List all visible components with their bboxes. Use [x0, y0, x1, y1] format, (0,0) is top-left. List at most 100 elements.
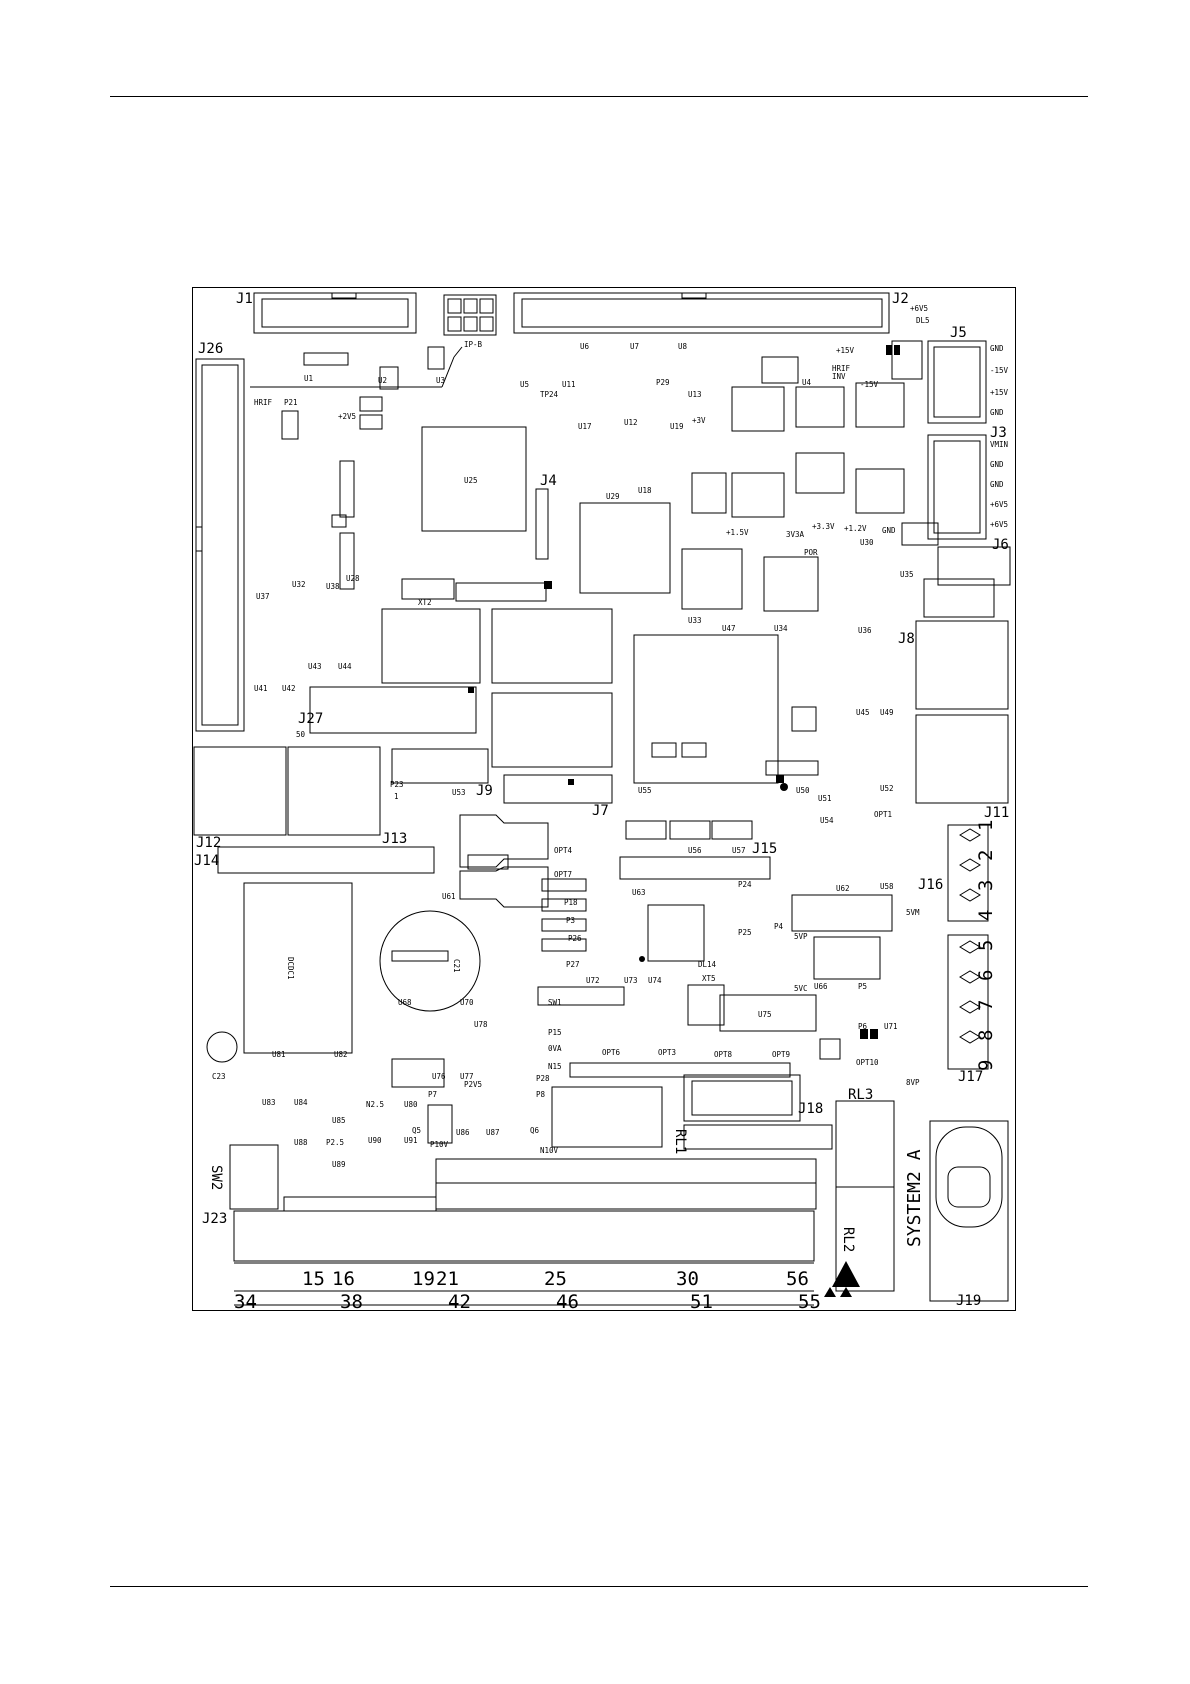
label-U53: U53: [452, 788, 466, 797]
label-U3: U3: [436, 376, 445, 385]
label-J12: J12: [196, 835, 221, 851]
label-U13: U13: [688, 390, 702, 399]
label-INV: INV: [832, 372, 846, 381]
label-+3V: +3V: [692, 416, 706, 425]
block-J12: [193, 746, 287, 836]
label-J16: J16: [918, 877, 943, 893]
label-U25: U25: [464, 476, 478, 485]
label-C21: C21: [452, 959, 461, 973]
pcb-svg: J1 J2 J26 J5 J3 J6 J4 J8 J11 J9 J7 J27 J…: [192, 287, 1016, 1328]
label-U44: U44: [338, 662, 352, 671]
terminal-top-30: 30: [676, 1268, 699, 1290]
label-U49: U49: [880, 708, 894, 717]
label-SW2: SW2: [208, 1165, 224, 1190]
label-U38: U38: [326, 582, 340, 591]
label-+1.5V: +1.5V: [726, 528, 749, 537]
label-P2V5: P2V5: [464, 1080, 482, 1089]
terminal-top-15: 15: [302, 1268, 325, 1290]
label-U47: U47: [722, 624, 736, 633]
label-RL2: RL2: [840, 1227, 856, 1252]
label-U78: U78: [474, 1020, 488, 1029]
label-U74: U74: [648, 976, 662, 985]
label-HRIF-left: HRIF: [254, 398, 273, 407]
footer-rule: [110, 1586, 1088, 1587]
label-U76: U76: [432, 1072, 446, 1081]
label-U72: U72: [586, 976, 600, 985]
connector-J11: [915, 714, 1009, 804]
label-U86: U86: [456, 1128, 470, 1137]
label-3V3A: 3V3A: [786, 530, 805, 539]
label-OPT1: OPT1: [874, 810, 892, 819]
label-U34: U34: [774, 624, 788, 633]
terminal-top-21: 21: [436, 1268, 459, 1290]
label-U51: U51: [818, 794, 832, 803]
j3-pin-1: -15V: [990, 366, 1009, 375]
label-U90: U90: [368, 1136, 382, 1145]
label-J14: J14: [194, 853, 219, 869]
label-J15: J15: [752, 841, 777, 857]
j3-pin-0: GND: [990, 344, 1004, 353]
j3-pin-3: GND: [990, 408, 1004, 417]
label-GND: GND: [882, 526, 896, 535]
label-P23: P23: [390, 780, 404, 789]
label-U4: U4: [802, 378, 812, 387]
label-U8: U8: [678, 342, 688, 351]
label-U56: U56: [688, 846, 702, 855]
label-P6: P6: [858, 1022, 868, 1031]
label-J18: J18: [798, 1101, 823, 1117]
label-5VM: 5VM: [906, 908, 920, 917]
connector-J5: [927, 340, 987, 424]
ic-U63: [647, 904, 705, 962]
relay-RL3: [835, 1100, 895, 1188]
connector-J3: [927, 434, 987, 540]
opt-OPT7: [459, 866, 549, 908]
label-P21: P21: [284, 398, 298, 407]
label-J4: J4: [540, 473, 557, 489]
label-U68: U68: [398, 998, 412, 1007]
label-OPT9: OPT9: [772, 1050, 790, 1059]
label-OPT4: OPT4: [554, 846, 573, 855]
label-U7: U7: [630, 342, 639, 351]
label-U70: U70: [460, 998, 474, 1007]
terminal-number-3: 3: [975, 880, 997, 891]
label-SW1: SW1: [548, 998, 562, 1007]
label-U83: U83: [262, 1098, 276, 1107]
label-U54: U54: [820, 816, 834, 825]
ic-U40: [491, 692, 613, 768]
label-J23: J23: [202, 1211, 227, 1227]
label-OPT6: OPT6: [602, 1048, 621, 1057]
label-U11: U11: [562, 380, 576, 389]
label-RL3: RL3: [848, 1087, 873, 1103]
label-U35: U35: [900, 570, 914, 579]
label-U41: U41: [254, 684, 268, 693]
label-P7: P7: [428, 1090, 437, 1099]
j3-pin-6: GND: [990, 480, 1004, 489]
label-U18: U18: [638, 486, 652, 495]
label-P8: P8: [536, 1090, 546, 1099]
label-U89: U89: [332, 1160, 346, 1169]
terminal-number-2: 2: [975, 850, 997, 861]
pin-fifty-marker: 50: [296, 730, 306, 739]
ic-U39: [491, 608, 613, 684]
label-U50: U50: [796, 786, 810, 795]
terminal-bottom-38: 38: [340, 1291, 363, 1311]
pin-one-marker: 1: [394, 792, 399, 801]
label-U5: U5: [520, 380, 529, 389]
terminal-number-7: 7: [975, 1000, 997, 1011]
label-P4: P4: [774, 922, 784, 931]
terminal-number-1: 1: [975, 820, 997, 831]
j3-pin-5: GND: [990, 460, 1004, 469]
terminal-top-25: 25: [544, 1268, 567, 1290]
label-U55: U55: [638, 786, 652, 795]
terminal-block-upper: [435, 1158, 817, 1210]
ic-U33: [681, 548, 743, 610]
terminal-bottom-55: 55: [798, 1291, 821, 1311]
ic-U34: [763, 556, 819, 612]
terminal-J16: [947, 824, 989, 922]
label-C23: C23: [212, 1072, 226, 1081]
label-U19: U19: [670, 422, 684, 431]
connector-J6: [937, 546, 1011, 586]
label-U81: U81: [272, 1050, 286, 1059]
terminal-top-19: 19: [412, 1268, 435, 1290]
label-U75: U75: [758, 1010, 772, 1019]
